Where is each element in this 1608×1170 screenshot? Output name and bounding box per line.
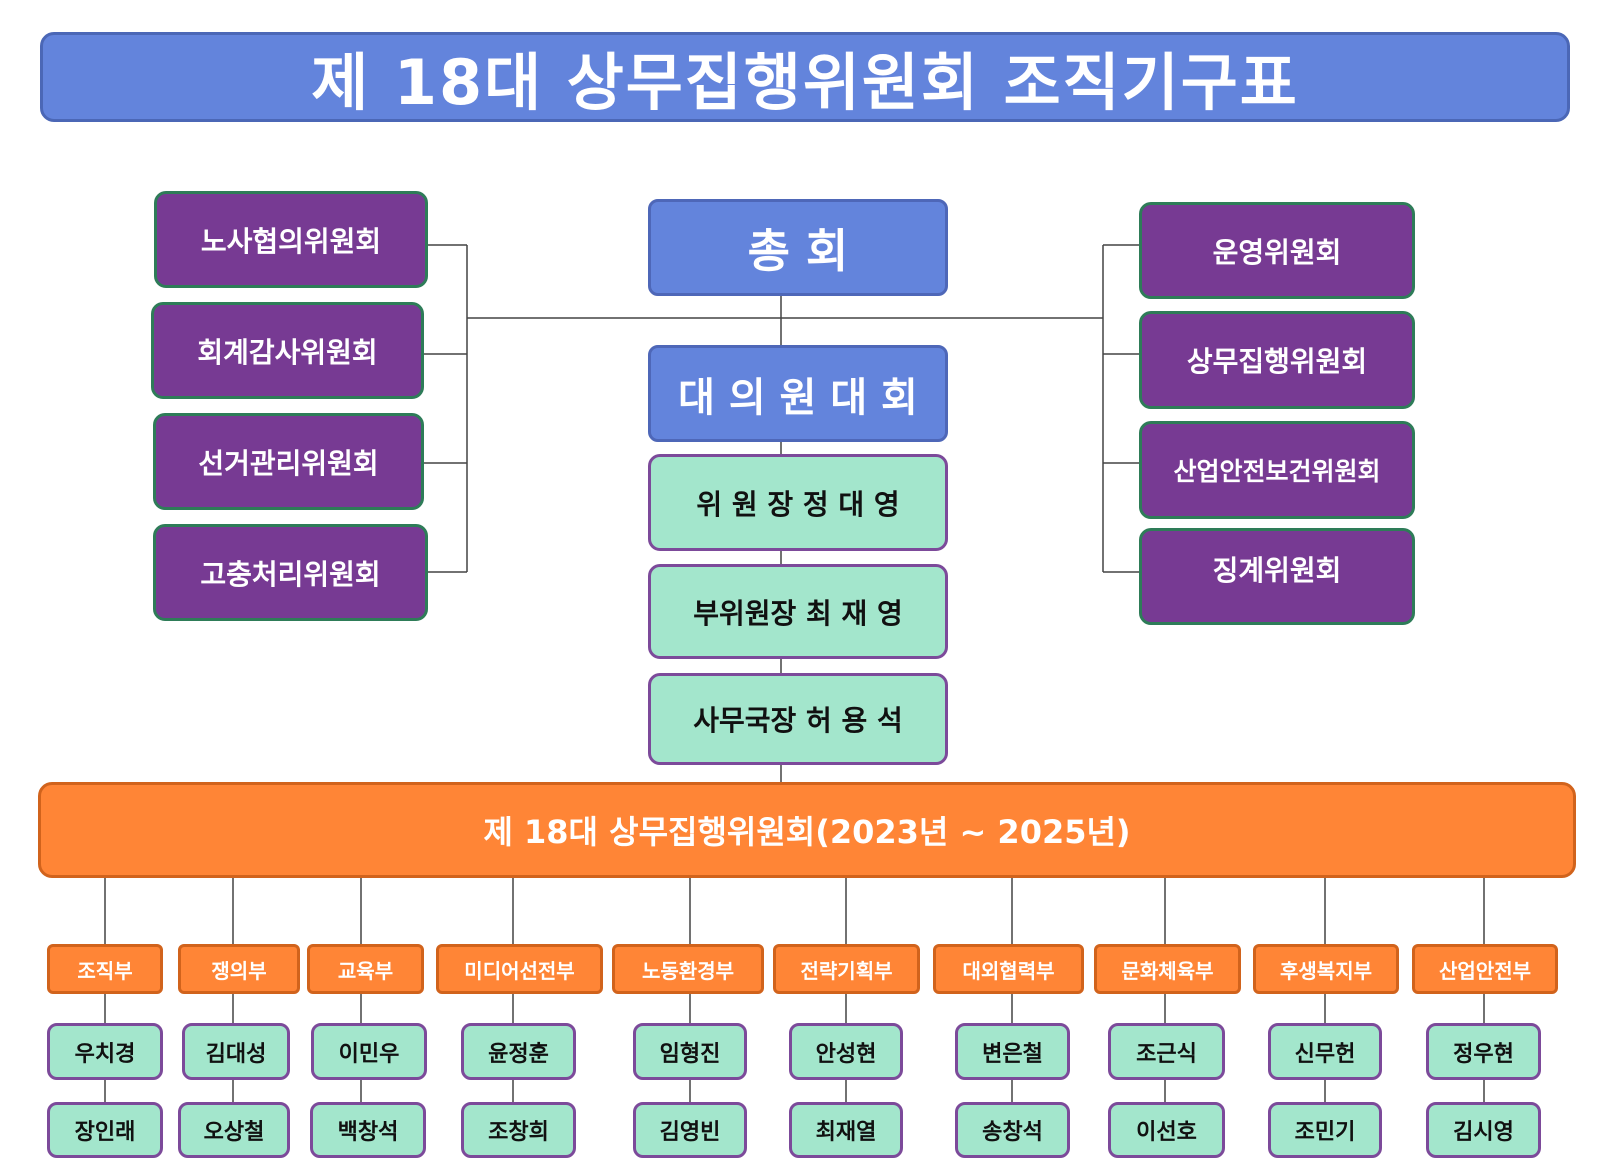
member-box: 오상철 <box>178 1102 290 1158</box>
member-box: 김시영 <box>1426 1102 1541 1158</box>
member-box: 김대성 <box>182 1023 290 1080</box>
committee-right-2: 상무집행위원회 <box>1139 311 1415 409</box>
member-box: 안성현 <box>789 1023 903 1080</box>
member-box: 김영빈 <box>633 1102 747 1158</box>
member-box: 임형진 <box>633 1023 747 1080</box>
member-box: 송창석 <box>955 1102 1070 1158</box>
department-box: 대외협력부 <box>933 944 1084 994</box>
committee-left-2: 회계감사위원회 <box>151 302 424 399</box>
committee-left-4: 고충처리위원회 <box>153 524 428 621</box>
general-assembly-box: 총 회 <box>648 199 948 296</box>
committee-left-3: 선거관리위원회 <box>153 413 424 510</box>
member-box: 장인래 <box>47 1102 163 1158</box>
member-box: 신무헌 <box>1268 1023 1382 1080</box>
department-box: 조직부 <box>47 944 163 994</box>
member-box: 우치경 <box>47 1023 163 1080</box>
member-box: 조민기 <box>1268 1102 1382 1158</box>
committee-right-4: 징계위원회 <box>1139 528 1415 625</box>
department-box: 문화체육부 <box>1094 944 1241 994</box>
member-box: 정우현 <box>1426 1023 1541 1080</box>
member-box: 조근식 <box>1108 1023 1225 1080</box>
committee-right-1: 운영위원회 <box>1139 202 1415 299</box>
member-box: 이선호 <box>1108 1102 1225 1158</box>
department-box: 노동환경부 <box>612 944 764 994</box>
member-box: 윤정훈 <box>461 1023 576 1080</box>
department-box: 교육부 <box>307 944 424 994</box>
chairman-box: 위 원 장 정 대 영 <box>648 454 948 551</box>
department-box: 후생복지부 <box>1253 944 1399 994</box>
member-box: 최재열 <box>789 1102 903 1158</box>
department-box: 산업안전부 <box>1412 944 1558 994</box>
executive-committee-banner: 제 18대 상무집행위원회(2023년 ~ 2025년) <box>38 782 1576 878</box>
member-box: 변은철 <box>955 1023 1070 1080</box>
committee-left-1: 노사협의위원회 <box>154 191 428 288</box>
committee-right-3: 산업안전보건위원회 <box>1139 421 1415 519</box>
member-box: 조창희 <box>461 1102 576 1158</box>
secretary-general-box: 사무국장 허 용 석 <box>648 673 948 765</box>
department-box: 쟁의부 <box>178 944 300 994</box>
department-box: 전략기획부 <box>773 944 920 994</box>
member-box: 이민우 <box>311 1023 427 1080</box>
department-box: 미디어선전부 <box>436 944 603 994</box>
vice-chairman-box: 부위원장 최 재 영 <box>648 564 948 659</box>
member-box: 백창석 <box>310 1102 426 1158</box>
page-title: 제 18대 상무집행위원회 조직기구표 <box>40 32 1570 122</box>
delegates-assembly-box: 대 의 원 대 회 <box>648 345 948 442</box>
